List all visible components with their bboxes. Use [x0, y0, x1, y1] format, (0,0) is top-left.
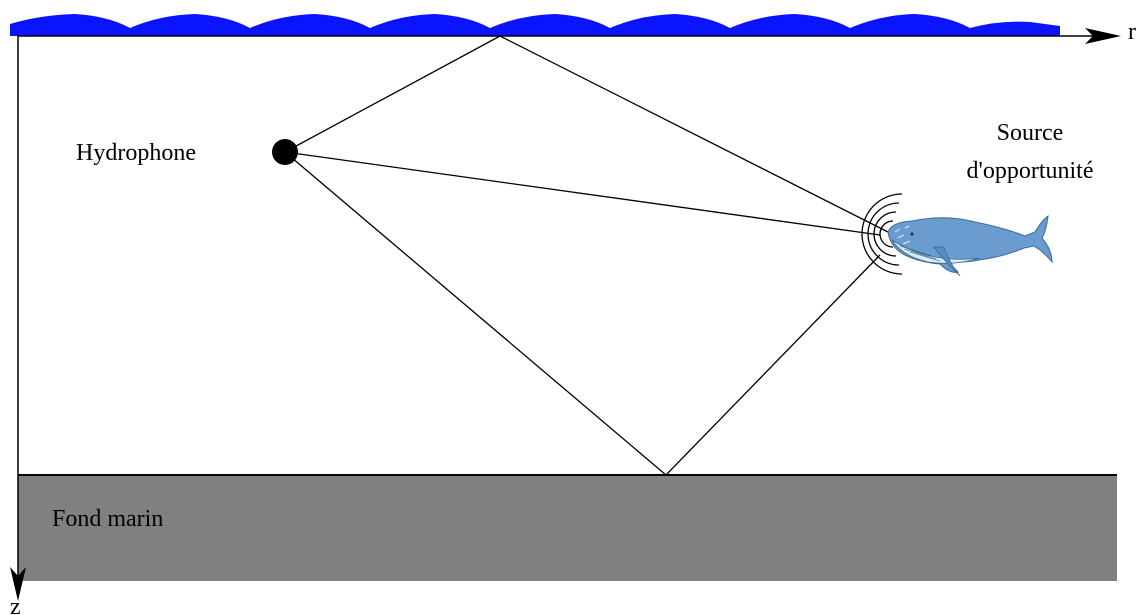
seabed-label: Fond marin	[52, 506, 163, 532]
water-surface-waves	[10, 14, 1060, 36]
surface-reflected-ray	[284, 35, 889, 233]
seabed-area	[18, 475, 1117, 581]
direct-ray	[284, 151, 881, 236]
source-label-line1: Source	[997, 120, 1064, 146]
hydrophone-label: Hydrophone	[76, 140, 196, 166]
r-axis-label: r	[1128, 19, 1136, 45]
whale-source-icon	[887, 214, 1053, 277]
source-label-line2: d'opportunité	[967, 158, 1094, 184]
hydrophone-icon	[272, 139, 298, 165]
bottom-reflected-ray	[284, 151, 881, 476]
z-axis-label: z	[10, 594, 21, 615]
sound-wave-arcs	[861, 193, 903, 275]
r-axis-arrowhead	[1085, 28, 1121, 44]
z-axis-arrowhead	[10, 567, 26, 601]
